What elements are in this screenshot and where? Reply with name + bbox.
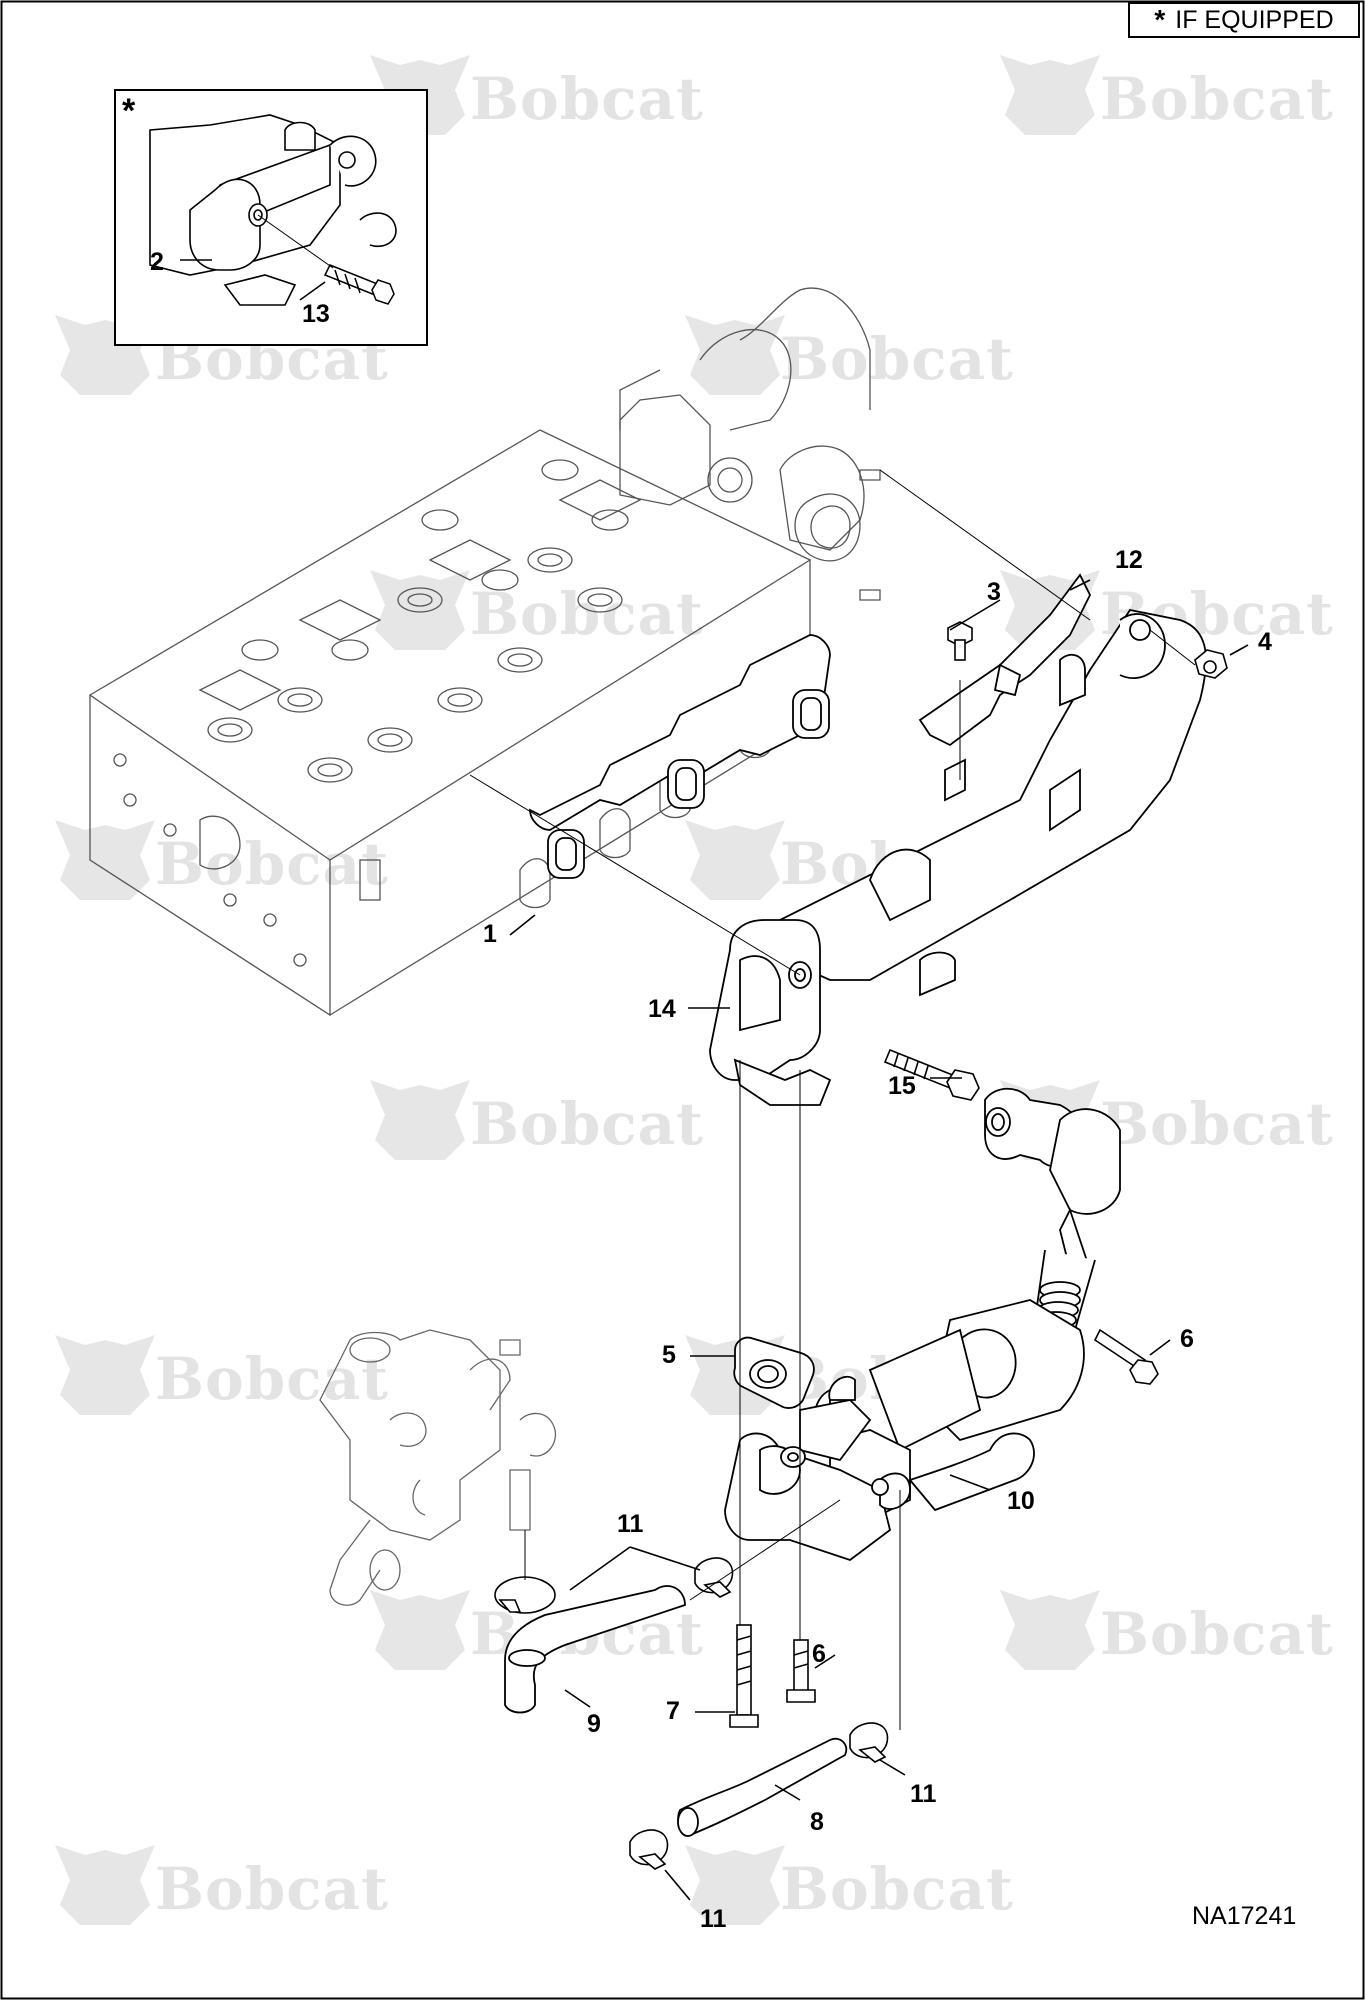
callout-3: 3 <box>987 578 1001 606</box>
bolt-6-lower <box>786 1639 816 1703</box>
inset-asterisk: * <box>122 92 136 130</box>
watermark-text: Bobcat <box>470 1090 704 1158</box>
legend-text: IF EQUIPPED <box>1175 5 1334 34</box>
callout-12: 12 <box>1115 546 1143 574</box>
watermark-text: Bobcat <box>780 325 1014 393</box>
watermark-text: Bobcat <box>155 1345 389 1413</box>
bolt-15 <box>883 1048 980 1101</box>
callout-14: 14 <box>648 995 676 1023</box>
watermark-text: Bobcat <box>155 1855 389 1923</box>
callout-4: 4 <box>1258 628 1272 656</box>
drawing-code: NA17241 <box>1192 1902 1297 1930</box>
bolt-7 <box>729 1624 759 1728</box>
assembly-lines <box>469 469 1196 1730</box>
callout-5: 5 <box>662 1341 676 1369</box>
legend-if-equipped: * IF EQUIPPED <box>1128 2 1360 38</box>
watermark-text: Bobcat <box>1100 1090 1334 1158</box>
callout-1: 1 <box>483 920 497 948</box>
thermostat-housing <box>319 1329 557 1606</box>
bolt-6-upper <box>1093 1328 1159 1385</box>
watermark-text: Bobcat <box>470 580 704 648</box>
callout-2: 2 <box>150 248 164 276</box>
hose-9 <box>504 1585 686 1714</box>
nut-4 <box>1194 649 1228 679</box>
callout-11-upper: 11 <box>617 1510 644 1538</box>
callout-11-right: 11 <box>910 1780 937 1808</box>
egr-cooler <box>724 1087 1121 1562</box>
watermark-text: Bobcat <box>1100 65 1334 133</box>
callout-7: 7 <box>666 1697 680 1725</box>
callout-10: 10 <box>1007 1487 1035 1515</box>
egr-gasket <box>733 1336 815 1409</box>
leader-lines <box>509 579 1249 1901</box>
watermark-text: Bobcat <box>470 65 704 133</box>
exhaust-manifold <box>709 608 1207 1106</box>
watermark-text: Bobcat <box>155 830 389 898</box>
heat-shield <box>918 573 1092 747</box>
asterisk-icon: * <box>1154 4 1166 35</box>
callout-9: 9 <box>587 1710 601 1738</box>
callout-6-lower: 6 <box>812 1640 826 1668</box>
hose-clamps <box>494 1557 889 1870</box>
callout-13: 13 <box>302 300 330 328</box>
watermark-text: Bobcat <box>780 1855 1014 1923</box>
manifold-gasket <box>529 634 831 879</box>
inset-detail <box>114 89 428 346</box>
callout-15: 15 <box>888 1072 916 1100</box>
nut-3 <box>947 621 973 661</box>
callout-11-bottom: 11 <box>700 1905 727 1933</box>
watermark-text: Bobcat <box>1100 1600 1334 1668</box>
turbocharger <box>619 287 881 601</box>
callout-6-upper: 6 <box>1180 1325 1194 1353</box>
callout-8: 8 <box>810 1808 824 1836</box>
hose-8 <box>677 1737 848 1837</box>
